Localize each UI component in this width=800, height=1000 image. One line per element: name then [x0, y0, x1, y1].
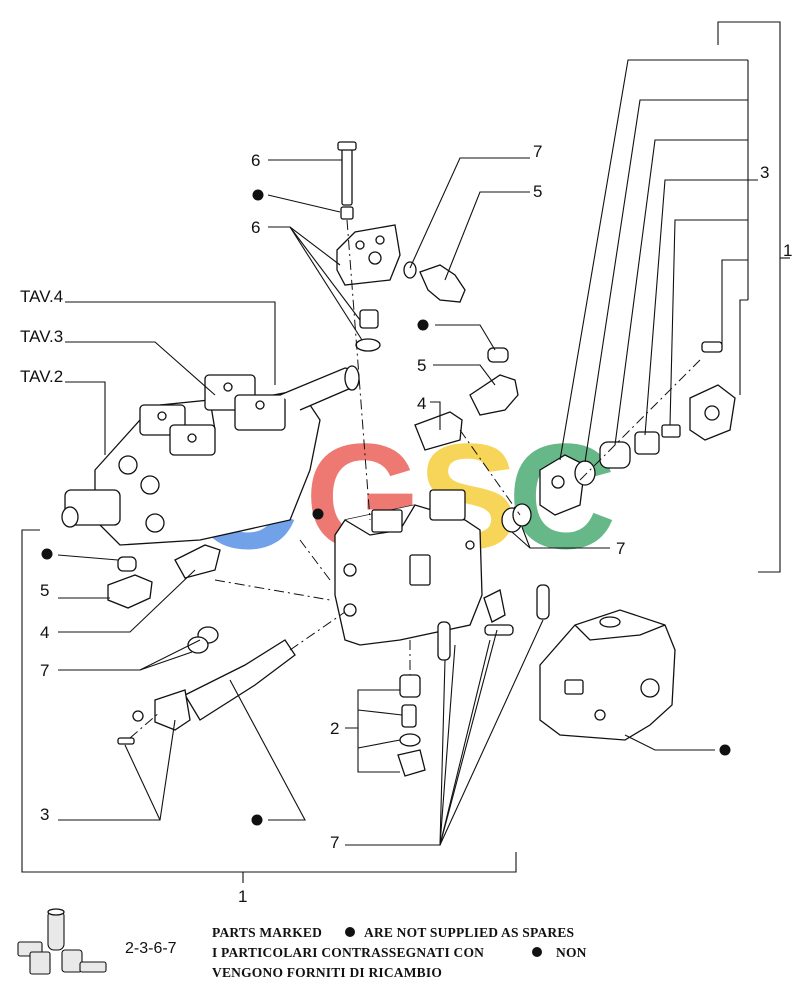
note-it-part-c: VENGONO FORNITI DI RICAMBIO — [212, 965, 442, 980]
middle-right-parts — [414, 341, 736, 661]
section-code: 2-3-6-7 — [125, 940, 177, 957]
label-3-left: 3 — [40, 805, 49, 824]
label-5-top: 5 — [533, 182, 542, 201]
control-valve-assembly — [61, 365, 360, 546]
note-it-marker-dot — [532, 947, 542, 957]
marker-dot-left — [41, 548, 53, 560]
callout-labels: 6 6 7 5 5 4 TAV.4 TAV.3 TAV.2 3 1 7 5 4 … — [20, 142, 792, 906]
footer-note: PARTS MARKED ARE NOT SUPPLIED AS SPARES … — [212, 925, 587, 980]
section-icon — [17, 908, 107, 975]
marker-dot-mid — [417, 319, 429, 331]
label-2: 2 — [330, 719, 339, 738]
leader-lines — [21, 21, 790, 883]
marker-dot-spool — [251, 814, 263, 826]
note-it-part-a: I PARTICOLARI CONTRASSEGNATI CON — [212, 945, 484, 960]
note-it-part-b: NON — [556, 945, 587, 960]
label-4-left: 4 — [40, 623, 49, 642]
label-6-mid: 6 — [251, 218, 260, 237]
check-valve-parts — [397, 674, 426, 777]
label-1-bottom: 1 — [238, 887, 247, 906]
note-en-marker-dot — [345, 927, 355, 937]
note-en-part-a: PARTS MARKED — [212, 925, 322, 940]
label-5-mid: 5 — [417, 356, 426, 375]
marker-dot-cover — [719, 744, 731, 756]
label-5-left: 5 — [40, 581, 49, 600]
note-en-part-b: ARE NOT SUPPLIED AS SPARES — [364, 925, 574, 940]
marker-dot-housing — [312, 508, 324, 520]
label-tav4: TAV.4 — [20, 287, 63, 306]
label-4-mid: 4 — [417, 394, 426, 413]
label-tav2: TAV.2 — [20, 367, 63, 386]
marker-dot-top — [252, 189, 264, 201]
valve-housing — [334, 489, 483, 646]
top-block-parts — [336, 141, 466, 352]
assembly-axes — [129, 219, 701, 739]
label-tav3: TAV.3 — [20, 327, 63, 346]
label-6-top: 6 — [251, 151, 260, 170]
label-1-right: 1 — [783, 241, 792, 260]
label-7-bottom: 7 — [330, 833, 339, 852]
end-cover-block — [539, 609, 676, 741]
not-supplied-markers — [41, 189, 731, 826]
lower-left-parts — [107, 544, 296, 745]
label-7-left: 7 — [40, 661, 49, 680]
label-7-top: 7 — [533, 142, 542, 161]
label-7-right: 7 — [616, 539, 625, 558]
label-3-right: 3 — [760, 163, 769, 182]
